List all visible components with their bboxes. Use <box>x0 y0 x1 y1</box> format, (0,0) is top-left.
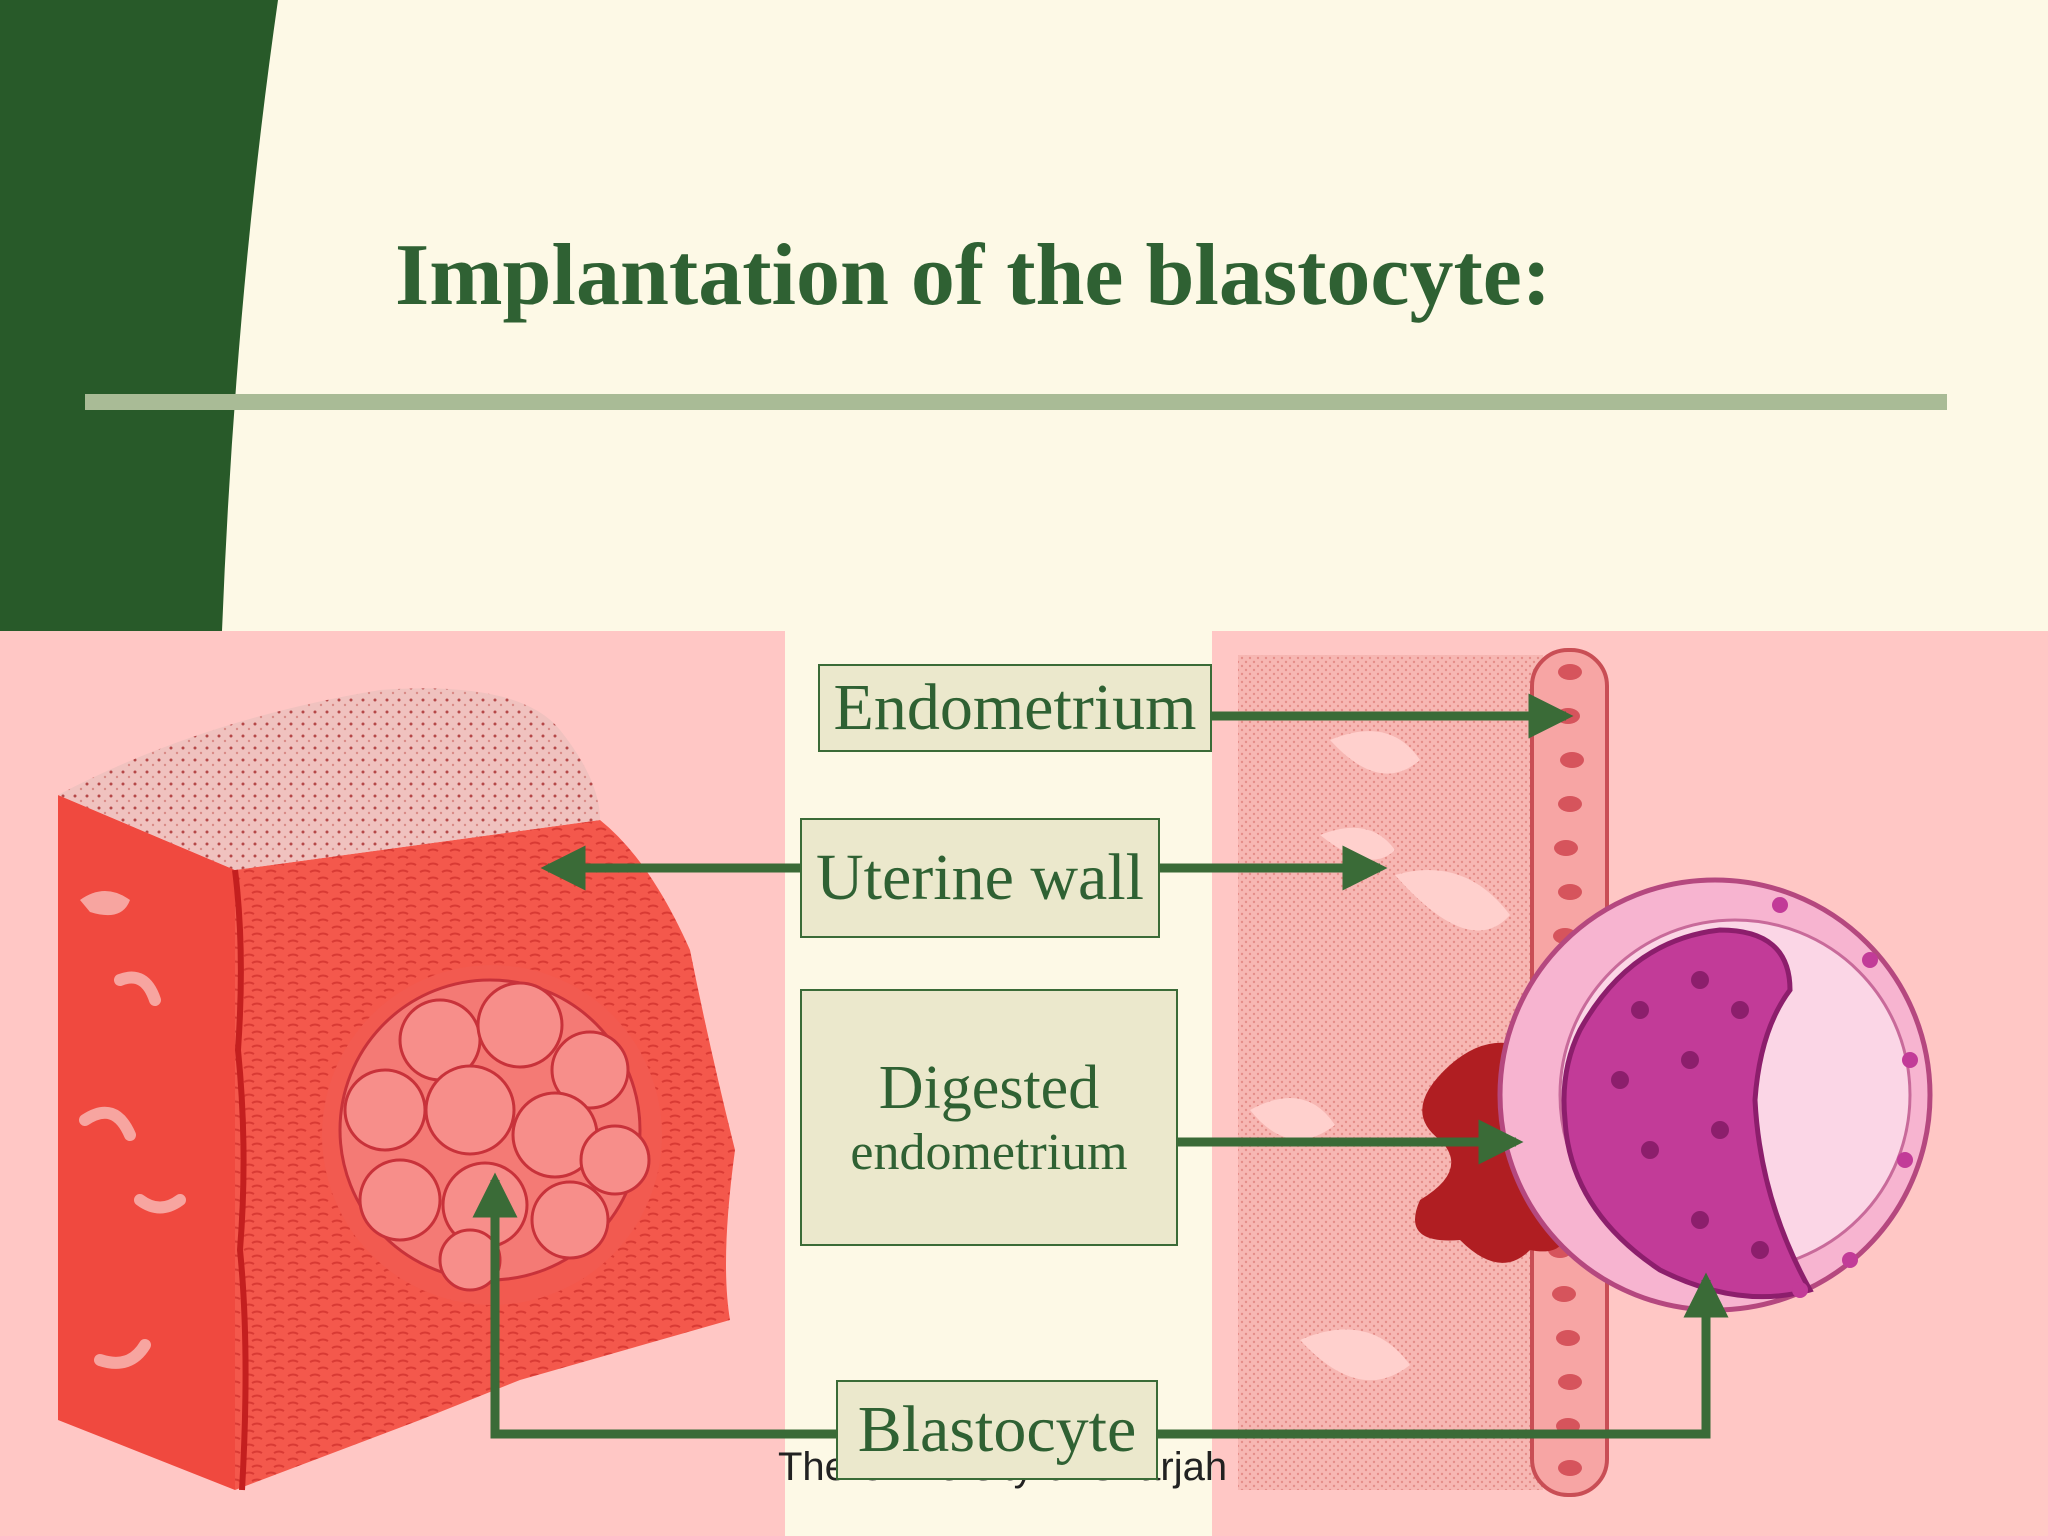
right-blastocyte-illustration <box>1497 877 1933 1313</box>
title-divider <box>85 394 1947 410</box>
arrow-blastocyte-left <box>472 1172 836 1439</box>
label-endometrium-text: Endometrium <box>833 671 1197 744</box>
label-blastocyte: Blastocyte <box>836 1380 1158 1480</box>
label-endometrium: Endometrium <box>818 664 1212 752</box>
label-uterine-wall-text: Uterine wall <box>815 841 1145 914</box>
label-digested-line1: Digested <box>878 1054 1100 1122</box>
label-digested-endometrium: Digested endometrium <box>800 989 1178 1246</box>
label-digested-line2: endometrium <box>850 1124 1128 1181</box>
slide-title: Implantation of the blastocyte: <box>395 227 1552 324</box>
label-uterine-wall: Uterine wall <box>800 818 1160 938</box>
arrow-blastocyte-right <box>1158 1272 1729 1439</box>
left-blastocyte-illustration <box>338 978 651 1292</box>
green-side-band <box>0 0 278 631</box>
label-blastocyte-text: Blastocyte <box>857 1393 1137 1466</box>
